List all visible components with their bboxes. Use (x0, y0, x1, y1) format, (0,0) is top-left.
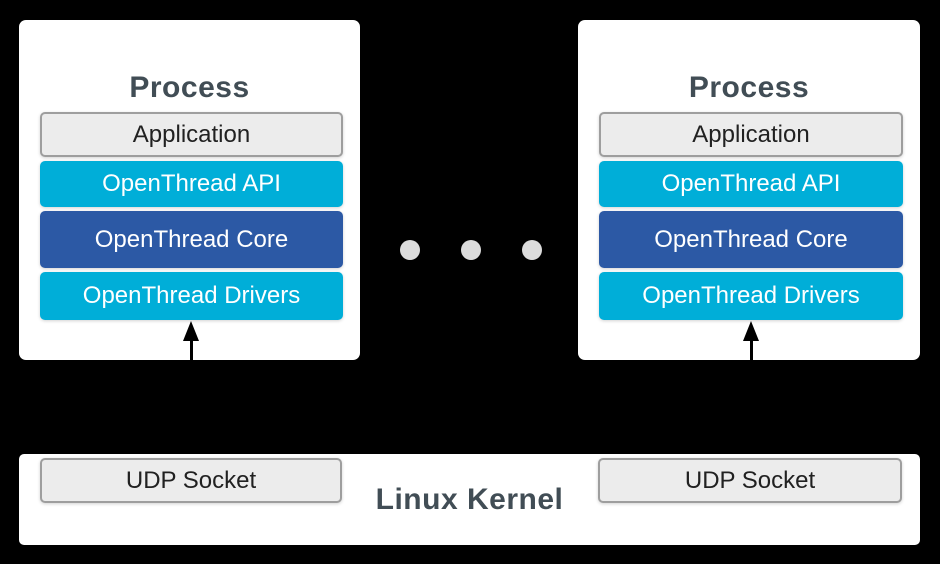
up-arrow-right (743, 321, 759, 457)
udp-socket-box-left: UDP Socket (40, 458, 342, 503)
udp-socket-box-right: UDP Socket (598, 458, 902, 503)
openthread-core-box: OpenThread Core (599, 211, 903, 268)
arrow-shaft (749, 339, 753, 457)
arrowhead-icon (183, 321, 199, 341)
arrowhead-icon (743, 321, 759, 341)
application-box: Application (599, 112, 903, 157)
openthread-api-box: OpenThread API (40, 161, 343, 207)
openthread-core-box: OpenThread Core (40, 211, 343, 268)
openthread-api-box: OpenThread API (599, 161, 903, 207)
process-title: Process (129, 71, 250, 104)
linux-kernel-label: Linux Kernel (375, 482, 564, 516)
ellipsis-dot (522, 240, 542, 260)
linux-kernel-bar: Linux Kernel UDP Socket UDP Socket (19, 454, 920, 545)
process-title: Process (688, 71, 810, 104)
openthread-drivers-box: OpenThread Drivers (599, 272, 903, 320)
ellipsis-dot (461, 240, 481, 260)
ellipsis-dot (400, 240, 420, 260)
openthread-drivers-box: OpenThread Drivers (40, 272, 343, 320)
arrow-shaft (189, 339, 193, 457)
process-panel-left: Process Application OpenThread API OpenT… (19, 20, 360, 360)
application-box: Application (40, 112, 343, 157)
up-arrow-left (183, 321, 199, 457)
process-panel-right: Process Application OpenThread API OpenT… (578, 20, 920, 360)
